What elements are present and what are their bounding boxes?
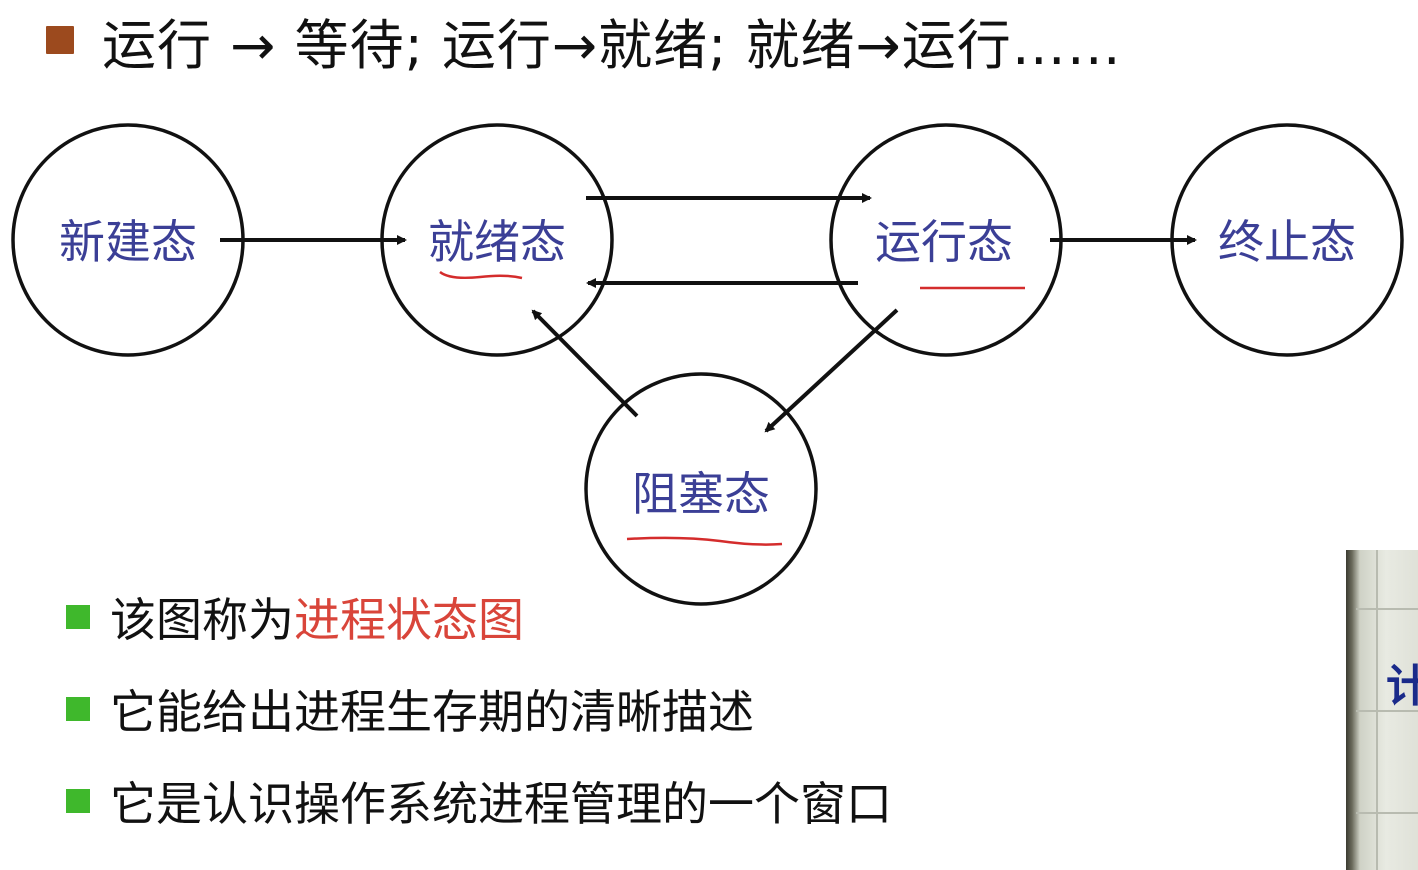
bullet-1-highlight: 进程状态图	[294, 593, 524, 647]
webcam-gridline	[1376, 550, 1378, 870]
state-ready-label: 就绪态	[428, 215, 566, 269]
bullet-marker	[66, 697, 90, 721]
bullet-text-2: 它能给出进程生存期的清晰描述	[110, 685, 754, 739]
webcam-gridline	[1356, 608, 1418, 610]
webcam-gridline	[1356, 812, 1418, 814]
bullet-text-3: 它是认识操作系统进程管理的一个窗口	[110, 777, 892, 831]
webcam-gridline	[1356, 710, 1418, 712]
bullet-text-1: 该图称为进程状态图	[110, 584, 524, 650]
bullet-item-1: 该图称为进程状态图	[66, 584, 524, 650]
webcam-overlay: 计	[1346, 550, 1418, 870]
state-running-label: 运行态	[875, 215, 1013, 269]
state-blocked-circle	[584, 372, 818, 606]
ready-underline-annotation	[439, 270, 523, 280]
bullet-marker	[66, 605, 90, 629]
title-bullet	[46, 26, 74, 54]
process-state-diagram: 新建态 就绪态 运行态 终止态 阻塞态	[11, 123, 1404, 606]
bullet-1-prefix: 该图称为	[110, 593, 294, 647]
blocked-underline-annotation	[626, 536, 783, 546]
bullet-item-3: 它是认识操作系统进程管理的一个窗口	[66, 768, 892, 834]
state-new-label: 新建态	[59, 215, 197, 269]
state-terminated-label: 终止态	[1218, 215, 1356, 269]
arrow-running-to-blocked	[764, 308, 899, 433]
bullet-item-2: 它能给出进程生存期的清晰描述	[66, 676, 754, 742]
arrow-blocked-to-ready	[531, 309, 639, 418]
bullet-marker	[66, 789, 90, 813]
webcam-board-text: 计	[1386, 661, 1418, 712]
page-title: 运行 → 等待; 运行→就绪; 就绪→运行……	[102, 13, 1122, 77]
state-blocked-label: 阻塞态	[632, 467, 770, 521]
title-row: 运行 → 等待; 运行→就绪; 就绪→运行……	[46, 0, 1122, 80]
